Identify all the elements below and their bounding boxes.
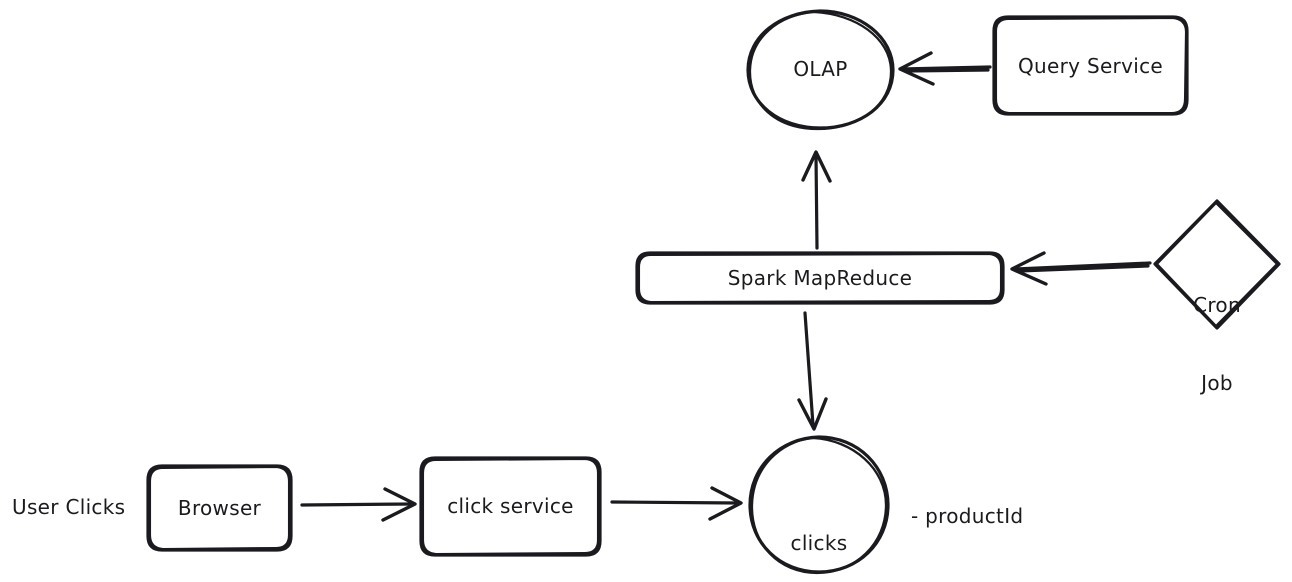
node-label-cron-job-line2: Job xyxy=(1201,371,1233,395)
free-label-user-clicks: User Clicks xyxy=(12,495,126,519)
shape-olap[interactable] xyxy=(746,9,895,131)
shape-browser[interactable] xyxy=(146,464,293,552)
shape-spark-mapreduce[interactable] xyxy=(635,251,1005,305)
clicks-db-attribute-list: - productId - userId - timestamp xyxy=(911,446,1036,582)
shape-cron-job[interactable] xyxy=(1153,199,1281,330)
shape-query-service[interactable] xyxy=(992,15,1189,116)
node-label-spark-mapreduce: Spark MapReduce xyxy=(727,266,913,290)
node-label-clicks-db: clicks DB xyxy=(750,478,888,582)
node-label-clicks-db-line1: clicks xyxy=(790,531,848,555)
edge-click-service-to-clicks-db xyxy=(610,486,743,521)
shape-click-service[interactable] xyxy=(419,456,602,557)
edge-browser-to-click-service xyxy=(300,487,417,522)
edge-query-service-to-olap xyxy=(898,51,992,86)
node-label-browser: Browser xyxy=(177,496,262,520)
edge-spark-to-clicks-db xyxy=(797,311,828,431)
edge-cron-job-to-spark xyxy=(1010,251,1152,286)
node-label-cron-job-line1: Cron xyxy=(1193,293,1241,317)
node-label-query-service: Query Service xyxy=(1018,54,1163,78)
node-label-cron-job: Cron Job xyxy=(1157,240,1277,448)
attribute-item-product-id: - productId xyxy=(911,504,1024,528)
edge-spark-to-olap xyxy=(801,150,832,250)
shape-clicks-db[interactable] xyxy=(748,435,890,575)
node-label-olap: OLAP xyxy=(793,57,848,81)
node-label-click-service: click service xyxy=(447,494,574,518)
